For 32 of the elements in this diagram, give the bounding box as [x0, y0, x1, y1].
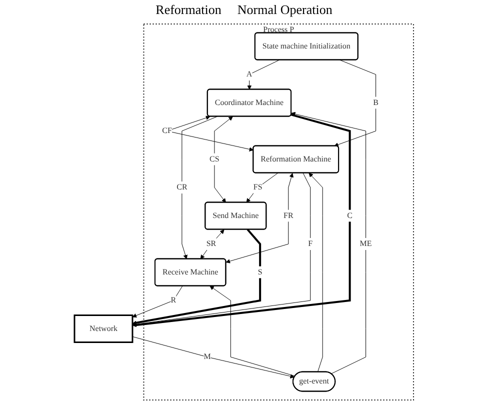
edge-label: F	[308, 240, 313, 248]
arrow	[132, 228, 262, 325]
edge-label: C	[347, 211, 352, 220]
edge-label: S	[258, 268, 262, 276]
edge-label: R	[170, 296, 176, 304]
arrow	[210, 286, 296, 376]
edge-label: B	[373, 98, 378, 107]
edge-label: A	[246, 70, 252, 78]
arrow	[132, 336, 295, 378]
edge-label: FR	[284, 211, 294, 220]
arrow	[132, 172, 311, 326]
arrow	[247, 60, 280, 90]
arrow	[308, 172, 323, 372]
edge-label: ME	[360, 240, 372, 248]
arrow	[182, 116, 218, 260]
arrow	[291, 112, 366, 374]
arrow	[132, 114, 351, 328]
arrow	[132, 286, 183, 318]
edge-label: CS	[210, 154, 220, 164]
edge-label: FS	[253, 183, 262, 192]
edge-label: M	[204, 352, 211, 361]
arrow	[226, 173, 294, 264]
edge-label: CR	[176, 183, 188, 192]
note-label: Normal Operation	[237, 2, 332, 18]
arrow	[334, 60, 376, 147]
arrow	[214, 116, 233, 203]
arrow	[246, 172, 278, 203]
edge-label: SR	[206, 240, 216, 248]
edge-label: CF	[162, 126, 172, 135]
note-label: Reformation	[156, 2, 222, 18]
arrow	[200, 229, 224, 260]
node-box: Network	[74, 314, 134, 343]
